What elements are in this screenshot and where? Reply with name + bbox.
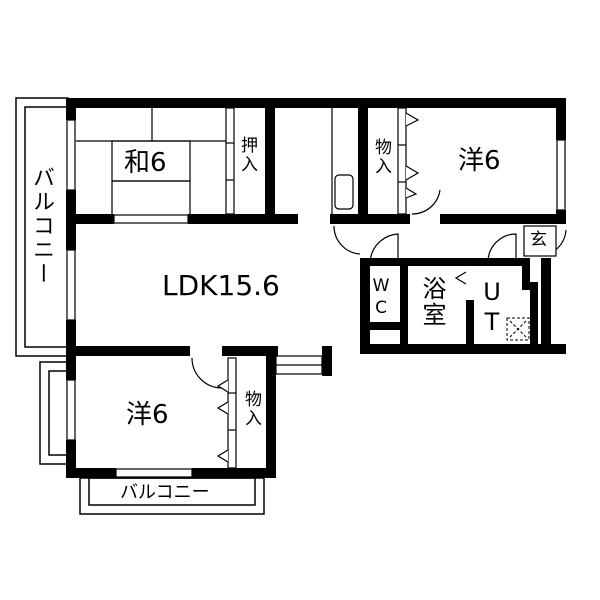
room-label-ldk: LDK15.6 bbox=[162, 269, 280, 302]
door-swings bbox=[191, 189, 567, 389]
closet-doors bbox=[225, 107, 407, 469]
genkan-box bbox=[523, 225, 557, 257]
walls bbox=[66, 98, 566, 478]
south-balcony-outline bbox=[79, 477, 265, 515]
balcony-label-west: バルコニー bbox=[29, 166, 54, 286]
room-label-bath: 浴室 bbox=[418, 276, 446, 328]
room-label-utility: UT bbox=[478, 278, 506, 338]
toilet-fixture bbox=[334, 174, 354, 210]
tatami-lines bbox=[76, 108, 228, 216]
windows bbox=[66, 119, 566, 478]
room-label-oshiire: 押入 bbox=[237, 136, 257, 174]
balcony-label-south: バルコニー bbox=[120, 482, 210, 503]
room-label-yoshitsu-sw: 洋6 bbox=[126, 400, 169, 430]
room-label-yoshitsu-ne: 洋6 bbox=[458, 146, 501, 176]
room-label-wc: WC bbox=[371, 276, 391, 320]
room-label-washitsu: 和6 bbox=[124, 148, 167, 178]
room-label-closet-ne: 物入 bbox=[371, 138, 391, 176]
room-label-genkan: 玄 bbox=[530, 230, 547, 250]
fold-door-marks bbox=[216, 112, 467, 463]
sw-bay-outline bbox=[39, 361, 69, 465]
washer-pan bbox=[506, 317, 530, 341]
room-label-closet-sw: 物入 bbox=[241, 390, 261, 428]
